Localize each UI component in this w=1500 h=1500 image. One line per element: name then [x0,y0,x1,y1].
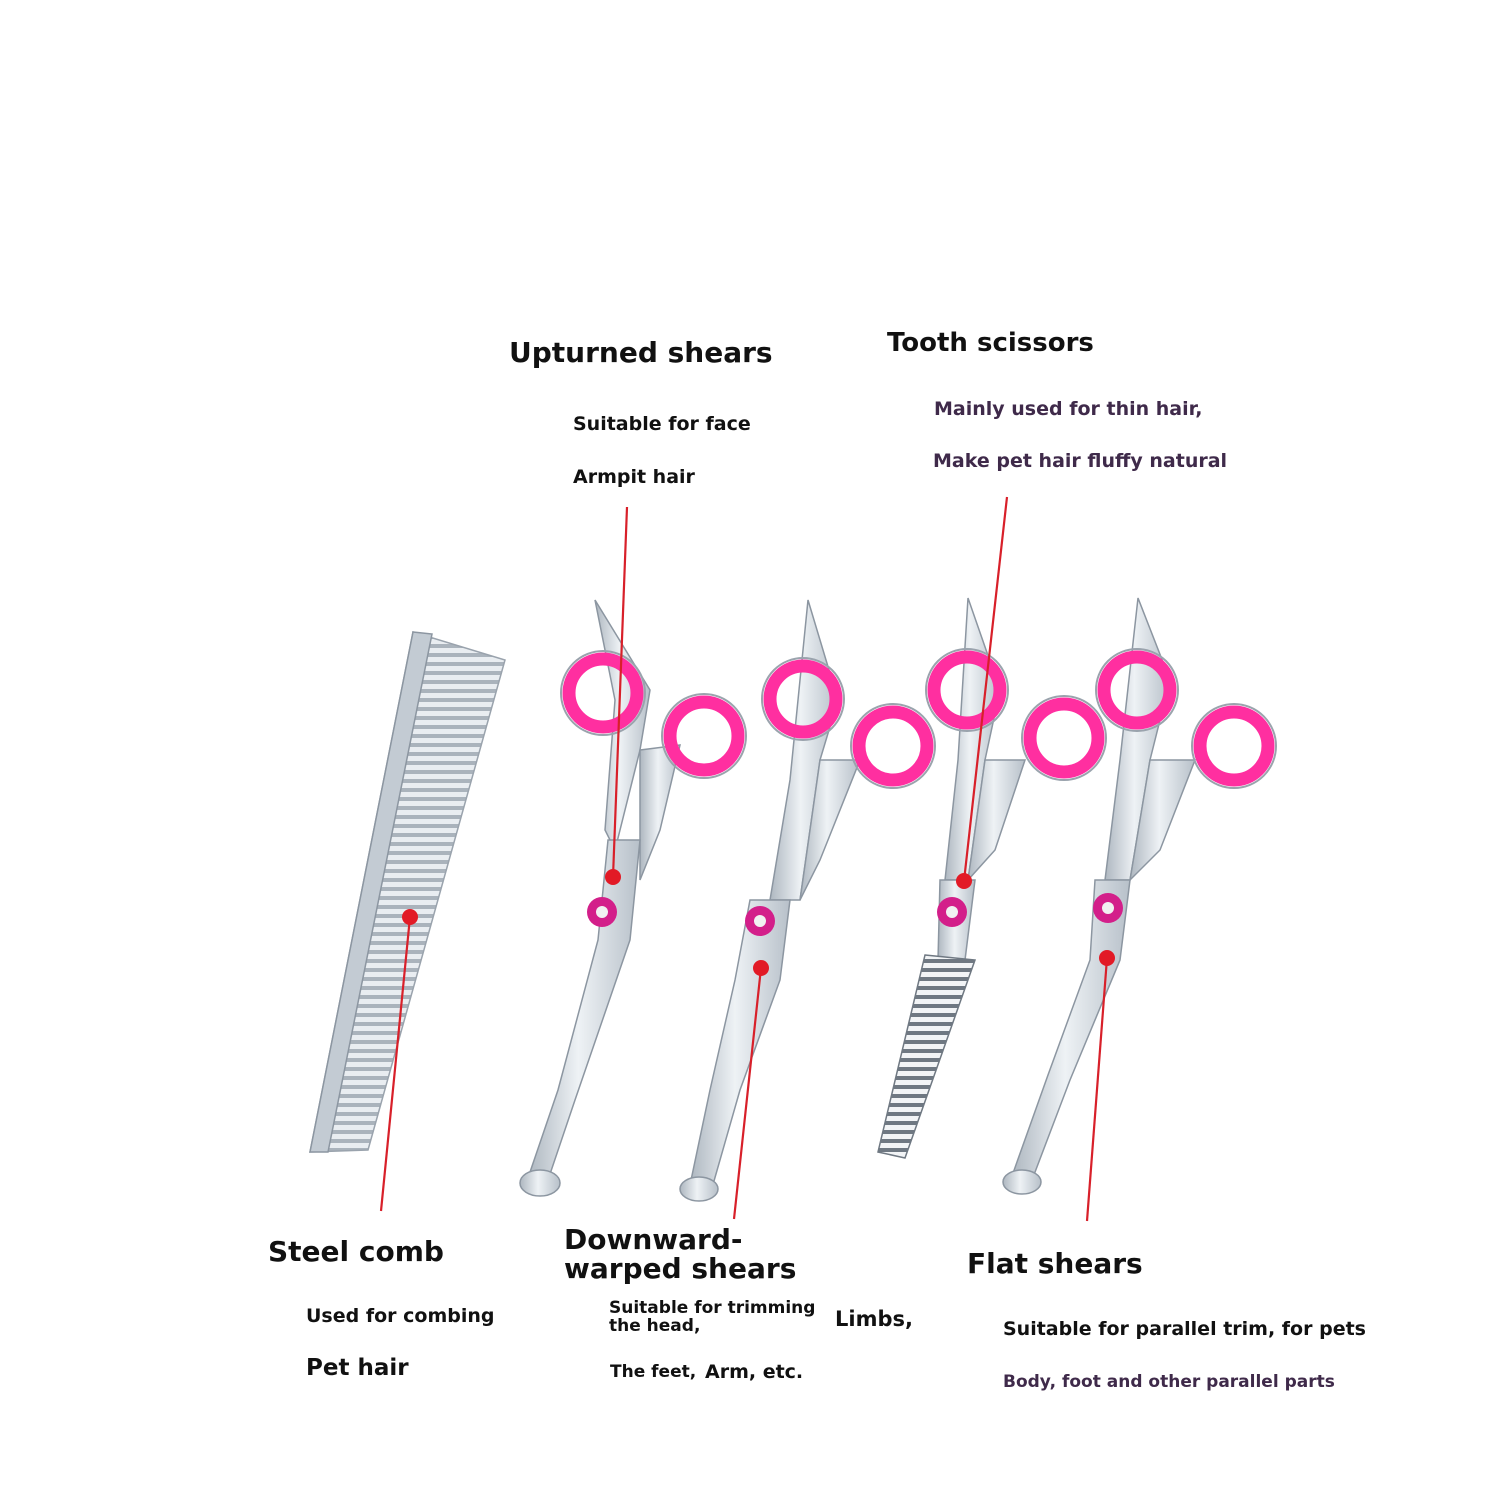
upturned-shears-desc-1: Suitable for face [573,413,751,435]
downward-shears-desc-2b: Arm, etc. [705,1361,804,1383]
downward-shears-desc-1b: Limbs, [835,1307,913,1331]
tooth-scissors-title: Tooth scissors [887,328,1094,358]
downward-shears-title: Downward-warped shears [564,1223,797,1286]
upturned-shears-desc-2: Armpit hair [573,466,695,488]
steel-comb-desc-2: Pet hair [306,1355,409,1381]
downward-shears-desc-1: Suitable for trimming the head, [609,1298,816,1336]
leader-lines [379,496,1115,1222]
flat-shears-image [1002,597,1277,1195]
flat-shears-desc-2: Body, foot and other parallel parts [1003,1372,1335,1392]
steel-comb-image [309,631,506,1153]
steel-comb-desc-1: Used for combing [306,1305,495,1327]
upturned-shears-image [519,599,747,1197]
steel-comb-title: Steel comb [268,1235,444,1268]
flat-shears-desc-1: Suitable for parallel trim, for pets [1003,1318,1366,1340]
tooth-scissors-desc-1: Mainly used for thin hair, [934,398,1203,420]
tooth-scissors-image [877,597,1107,1159]
downward-shears-desc-2a: The feet, [610,1362,697,1382]
tooth-scissors-desc-2: Make pet hair fluffy natural [933,450,1228,472]
upturned-shears-title: Upturned shears [509,336,773,369]
flat-shears-title: Flat shears [967,1247,1143,1280]
